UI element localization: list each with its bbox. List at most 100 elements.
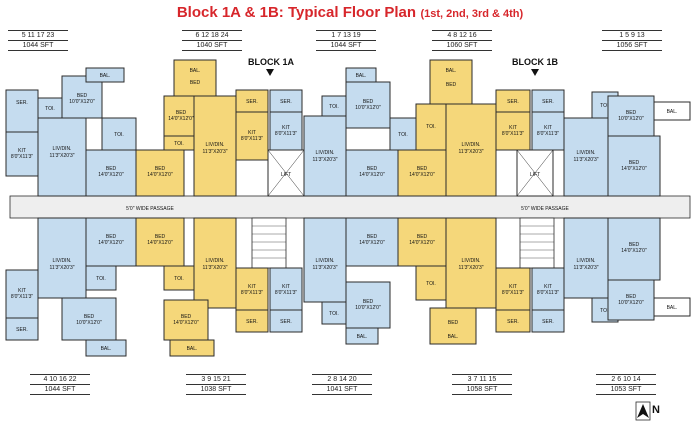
svg-text:10'0"X12'0": 10'0"X12'0" <box>355 105 381 111</box>
apartment-bottom-2: BED 14'0"X12'0" TOI. LIV/DIN. 11'3"X20'3… <box>135 217 269 357</box>
svg-text:SER.: SER. <box>16 327 28 333</box>
svg-text:TOI.: TOI. <box>426 124 436 130</box>
unit-label-bottom-3: 2 8 14 20 1041 SFT <box>312 374 372 395</box>
svg-text:14'0"X12'0": 14'0"X12'0" <box>98 172 124 178</box>
apartment-top-4: BED 14'0"X12'0" TOI. BAL. BED LIV/DIN. 1… <box>397 59 531 197</box>
svg-text:11'3"X20'3": 11'3"X20'3" <box>49 265 74 271</box>
unit-numbers: 6 12 18 24 <box>182 30 242 41</box>
svg-text:BED: BED <box>155 166 166 172</box>
svg-text:BED: BED <box>367 234 378 240</box>
svg-text:BAL.: BAL. <box>101 346 112 352</box>
unit-numbers: 1 7 13 19 <box>316 30 376 41</box>
svg-text:11'3"X20'3": 11'3"X20'3" <box>49 153 74 159</box>
title-sub: (1st, 2nd, 3rd & 4th) <box>420 8 524 20</box>
unit-area: 1041 SFT <box>312 385 372 395</box>
svg-text:KIT: KIT <box>544 125 552 131</box>
svg-text:KIT: KIT <box>282 125 290 131</box>
svg-text:KIT: KIT <box>248 130 256 136</box>
svg-text:11'3"X20'3": 11'3"X20'3" <box>202 265 227 271</box>
svg-text:TOI.: TOI. <box>45 106 55 112</box>
unit-label-bottom-5: 2 6 10 14 1053 SFT <box>596 374 656 395</box>
svg-text:TOI.: TOI. <box>96 276 106 282</box>
svg-text:BED: BED <box>626 110 637 116</box>
svg-text:LIV/DIN.: LIV/DIN. <box>462 142 481 148</box>
svg-text:KIT: KIT <box>509 284 517 290</box>
block-1b-label: BLOCK 1B <box>512 57 559 67</box>
unit-area: 1044 SFT <box>316 41 376 51</box>
north-arrow-icon <box>635 401 651 421</box>
svg-text:BAL.: BAL. <box>448 334 459 340</box>
apartment-bottom-3: KIT 8'0"X11'3" SER. LIV/DIN. 11'3"X20'3"… <box>269 217 399 345</box>
unit-numbers: 1 5 9 13 <box>602 30 662 41</box>
svg-text:10'0"X12'0": 10'0"X12'0" <box>618 116 644 122</box>
svg-text:BAL.: BAL. <box>187 346 198 352</box>
svg-text:KIT: KIT <box>544 284 552 290</box>
svg-text:10'0"X12'0": 10'0"X12'0" <box>618 300 644 306</box>
unit-area: 1044 SFT <box>30 385 90 395</box>
svg-text:14'0"X12'0": 14'0"X12'0" <box>147 240 173 246</box>
svg-text:BAL.: BAL. <box>667 109 678 115</box>
svg-text:BED: BED <box>363 299 374 305</box>
svg-text:BED: BED <box>176 110 187 116</box>
unit-area: 1058 SFT <box>452 385 512 395</box>
unit-label-top-5: 1 5 9 13 1056 SFT <box>602 30 662 51</box>
unit-label-top-1: 5 11 17 23 1044 SFT <box>8 30 68 51</box>
svg-text:14'0"X12'0": 14'0"X12'0" <box>147 172 173 178</box>
svg-text:KIT: KIT <box>282 284 290 290</box>
svg-text:KIT: KIT <box>248 284 256 290</box>
passage-band <box>9 195 691 219</box>
svg-text:LIV/DIN.: LIV/DIN. <box>316 150 335 156</box>
block-1a-label: BLOCK 1A <box>248 57 295 67</box>
svg-text:BED: BED <box>181 314 192 320</box>
arrow-down-icon <box>531 69 539 76</box>
svg-text:8'0"X11'3": 8'0"X11'3" <box>275 131 298 137</box>
svg-text:8'0"X11'3": 8'0"X11'3" <box>502 131 525 137</box>
svg-text:11'3"X20'3": 11'3"X20'3" <box>573 265 598 271</box>
svg-text:SER.: SER. <box>280 319 292 325</box>
unit-area: 1044 SFT <box>8 41 68 51</box>
lift-label-1a: LIFT <box>281 172 291 178</box>
unit-label-bottom-4: 3 7 11 15 1058 SFT <box>452 374 512 395</box>
svg-text:8'0"X11'3": 8'0"X11'3" <box>537 290 560 296</box>
svg-text:LIV/DIN.: LIV/DIN. <box>53 258 72 264</box>
svg-text:SER.: SER. <box>246 99 258 105</box>
svg-text:LIV/DIN.: LIV/DIN. <box>206 258 225 264</box>
svg-text:11'3"X20'3": 11'3"X20'3" <box>458 149 483 155</box>
svg-text:SER.: SER. <box>507 319 519 325</box>
svg-text:11'3"X20'3": 11'3"X20'3" <box>458 265 483 271</box>
svg-text:LIV/DIN.: LIV/DIN. <box>462 258 481 264</box>
svg-text:11'3"X20'3": 11'3"X20'3" <box>312 265 337 271</box>
unit-label-top-4: 4 8 12 16 1060 SFT <box>432 30 492 51</box>
unit-area: 1060 SFT <box>432 41 492 51</box>
apartment-bottom-5: KIT 8'0"X11'3" SER. LIV/DIN. 11'3"X20'3"… <box>531 217 691 333</box>
svg-text:11'3"X20'3": 11'3"X20'3" <box>312 157 337 163</box>
svg-text:BAL.: BAL. <box>667 305 678 311</box>
svg-text:BAL.: BAL. <box>357 334 368 340</box>
apartment-bottom-4: BED 14'0"X12'0" TOI. LIV/DIN. 11'3"X20'3… <box>397 217 531 345</box>
svg-text:SER.: SER. <box>280 99 292 105</box>
svg-text:TOI.: TOI. <box>398 132 408 138</box>
staircase-1a <box>251 217 287 269</box>
title-main: Block 1A & 1B: Typical Floor Plan <box>176 4 417 21</box>
unit-label-bottom-2: 3 9 15 21 1038 SFT <box>186 374 246 395</box>
unit-area: 1038 SFT <box>186 385 246 395</box>
unit-label-bottom-1: 4 10 16 22 1044 SFT <box>30 374 90 395</box>
arrow-down-icon <box>266 69 274 76</box>
svg-text:14'0"X12'0": 14'0"X12'0" <box>98 240 124 246</box>
svg-text:8'0"X11'3": 8'0"X11'3" <box>537 131 560 137</box>
lift-label-1b: LIFT <box>530 172 540 178</box>
svg-text:BED: BED <box>84 314 95 320</box>
svg-text:BED: BED <box>190 80 201 86</box>
svg-text:SER.: SER. <box>542 99 554 105</box>
svg-text:8'0"X11'3": 8'0"X11'3" <box>241 290 264 296</box>
svg-text:14'0"X12'0": 14'0"X12'0" <box>409 240 435 246</box>
svg-text:14'0"X12'0": 14'0"X12'0" <box>359 172 385 178</box>
apartment-top-1: SER. KIT 8'0"X11'3" LIV/DIN. 11'3"X20'3"… <box>5 67 137 197</box>
svg-text:BAL.: BAL. <box>100 73 111 79</box>
svg-text:TOI.: TOI. <box>600 103 610 109</box>
unit-numbers: 2 6 10 14 <box>596 374 656 385</box>
staircase-1b <box>519 217 555 269</box>
svg-text:8'0"X11'3": 8'0"X11'3" <box>241 136 264 142</box>
svg-text:KIT: KIT <box>18 288 26 294</box>
